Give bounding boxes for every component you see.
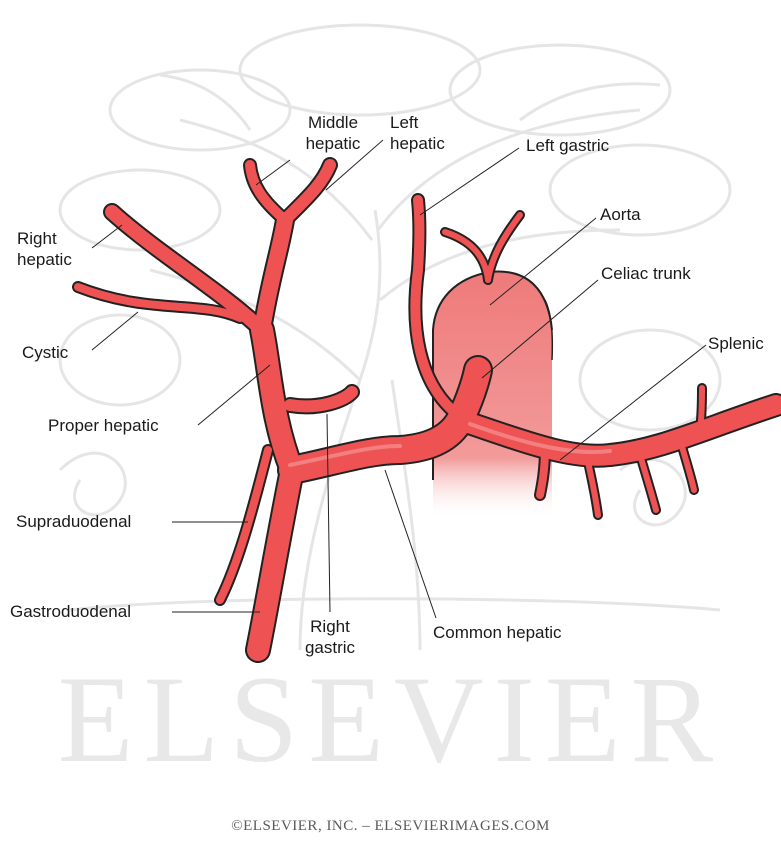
- elsevier-wordmark-watermark: ELSEVIER: [0, 650, 781, 790]
- label-middle-hepatic: Middle hepatic: [288, 112, 378, 154]
- label-gastroduodenal: Gastroduodenal: [10, 601, 131, 622]
- label-celiac-trunk: Celiac trunk: [601, 263, 691, 284]
- aorta: [433, 272, 552, 520]
- label-left-gastric: Left gastric: [526, 135, 609, 156]
- label-proper-hepatic: Proper hepatic: [48, 415, 159, 436]
- label-left-hepatic: Left hepatic: [390, 112, 445, 154]
- copyright-notice: ©ELSEVIER, INC. – ELSEVIERIMAGES.COM: [0, 818, 781, 835]
- label-supraduodenal: Supraduodenal: [16, 511, 131, 532]
- leader-right-gastric: [327, 414, 330, 612]
- leader-middle-hepatic: [256, 160, 290, 185]
- leader-left-gastric: [420, 148, 519, 215]
- label-aorta: Aorta: [600, 204, 641, 225]
- label-splenic: Splenic: [708, 333, 764, 354]
- leader-right-hepatic: [92, 225, 122, 248]
- label-common-hepatic: Common hepatic: [433, 622, 562, 643]
- label-cystic: Cystic: [22, 342, 68, 363]
- artery-tree: [78, 165, 776, 650]
- label-right-hepatic: Right hepatic: [17, 228, 72, 270]
- leader-common-hepatic: [385, 470, 436, 618]
